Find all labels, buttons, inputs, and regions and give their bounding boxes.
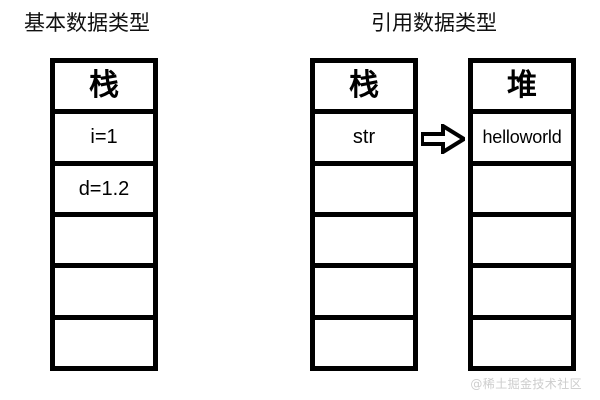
memory-cell-empty — [315, 320, 413, 366]
memory-cell-empty — [55, 268, 153, 320]
memory-cell-empty — [473, 320, 571, 366]
memory-cell-empty — [315, 217, 413, 269]
memory-cell: i=1 — [55, 114, 153, 166]
memory-cell-empty — [473, 217, 571, 269]
column-header-heap: 堆 — [473, 63, 571, 115]
memory-cell: str — [315, 114, 413, 166]
column-header-label: 栈 — [89, 69, 119, 103]
watermark: @稀土掘金技术社区 — [470, 377, 582, 391]
memory-cell-empty — [55, 320, 153, 366]
memory-cell-empty — [315, 268, 413, 320]
memory-column-reference-stack: 栈 str — [310, 58, 418, 371]
memory-cell-value: d=1.2 — [78, 177, 130, 200]
memory-column-primitive-stack: 栈 i=1 d=1.2 — [50, 58, 158, 371]
memory-cell-empty — [473, 166, 571, 217]
memory-cell-empty — [315, 166, 413, 217]
column-header-stack: 栈 — [315, 63, 413, 115]
column-header-label: 栈 — [349, 69, 379, 103]
memory-cell-value: str — [352, 126, 376, 149]
memory-cell-empty — [473, 268, 571, 320]
column-header-label: 堆 — [507, 69, 537, 103]
memory-cell-empty — [55, 217, 153, 269]
memory-cell-value: helloworld — [482, 127, 562, 148]
memory-cell-value: i=1 — [90, 126, 118, 149]
section-title-reference: 引用数据类型 — [371, 12, 497, 35]
memory-cell: helloworld — [473, 114, 571, 166]
right-block-arrow-icon — [420, 122, 468, 156]
column-header-stack: 栈 — [55, 63, 153, 115]
memory-column-reference-heap: 堆 helloworld — [468, 58, 576, 371]
section-title-primitive: 基本数据类型 — [24, 12, 150, 35]
memory-cell: d=1.2 — [55, 166, 153, 217]
